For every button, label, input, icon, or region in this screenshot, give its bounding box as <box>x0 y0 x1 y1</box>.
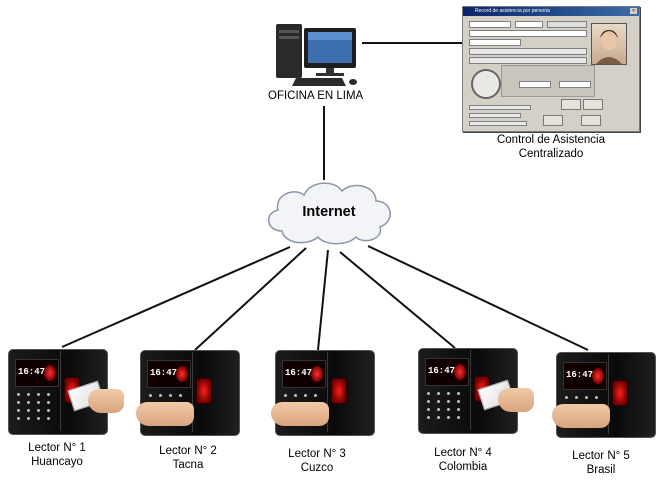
window-title-bar: Record de asistencia por persona × <box>463 7 639 16</box>
terminal-clock: 16:47 <box>18 367 46 377</box>
link-internet-reader-2 <box>194 247 307 351</box>
link-internet-reader-1 <box>61 246 291 348</box>
reader-location: Brasil <box>586 464 616 476</box>
fingerprint-sensor-icon <box>331 378 347 404</box>
terminal-clock: 16:47 <box>566 370 594 380</box>
terminal-screen: 16:47 <box>147 360 191 388</box>
reader-location: Tacna <box>172 459 204 471</box>
reader-name: Lector N° 2 <box>159 445 217 457</box>
form-field <box>547 21 587 28</box>
software-caption-line1: Control de Asistencia <box>496 134 606 146</box>
terminal-clock: 16:47 <box>150 368 178 378</box>
reader-location: Huancayo <box>31 456 83 468</box>
attendance-terminal-icon: 16:47 <box>271 350 375 436</box>
form-field <box>515 21 543 28</box>
attendance-terminal-icon: 16:47 <box>136 350 240 436</box>
reader-label: Lector N° 1 Huancayo <box>2 441 112 469</box>
date-field <box>519 81 551 88</box>
form-field <box>469 21 511 28</box>
hand-icon <box>136 402 194 426</box>
reader-location: Colombia <box>438 461 488 473</box>
reader-name: Lector N° 4 <box>434 447 492 459</box>
terminal-screen: 16:47 <box>563 362 607 390</box>
form-field <box>469 30 587 37</box>
reader-name: Lector N° 3 <box>288 448 346 460</box>
software-caption-line2: Centralizado <box>518 148 584 160</box>
software-caption: Control de Asistencia Centralizado <box>486 133 616 161</box>
attendance-terminal-icon: 16:47 <box>552 352 656 438</box>
reader-name: Lector N° 1 <box>28 442 86 454</box>
form-field <box>469 39 521 46</box>
reader-label: Lector N° 3 Cuzco <box>262 447 372 475</box>
form-field <box>469 121 527 126</box>
window-button <box>543 115 563 126</box>
form-field <box>469 113 521 118</box>
fingerprint-sensor-icon <box>612 380 628 406</box>
hand-icon <box>552 404 610 428</box>
terminal-screen: 16:47 <box>425 358 469 386</box>
attendance-terminal-icon: 16:47 <box>8 349 124 435</box>
terminal-clock: 16:47 <box>285 368 313 378</box>
form-field <box>469 48 587 55</box>
form-field <box>469 57 587 64</box>
terminal-screen: 16:47 <box>15 359 59 387</box>
window-button <box>583 99 603 110</box>
terminal-clock: 16:47 <box>428 366 456 376</box>
window-button <box>561 99 581 110</box>
magnifier-icon <box>471 69 501 99</box>
link-internet-reader-5 <box>367 245 589 351</box>
attendance-software-window: Record de asistencia por persona × <box>462 6 640 132</box>
terminal-screen: 16:47 <box>282 360 326 388</box>
keypad <box>427 392 465 422</box>
desktop-computer-icon <box>276 24 357 86</box>
attendance-terminal-icon: 16:47 <box>418 348 534 434</box>
internet-label: Internet <box>302 204 356 220</box>
hand-icon <box>271 402 329 426</box>
cloud-icon <box>268 182 391 245</box>
fingerprint-sensor-icon <box>196 378 212 404</box>
office-label: OFICINA EN LIMA <box>268 90 364 102</box>
window-title: Record de asistencia por persona <box>475 8 550 14</box>
hand-icon <box>88 389 124 413</box>
employee-photo <box>591 23 627 65</box>
form-field <box>469 105 531 110</box>
reader-name: Lector N° 5 <box>572 450 630 462</box>
reader-label: Lector N° 5 Brasil <box>546 449 656 477</box>
reader-label: Lector N° 2 Tacna <box>133 444 243 472</box>
keypad <box>17 393 55 423</box>
close-icon: × <box>630 8 637 14</box>
link-internet-reader-3 <box>317 249 329 351</box>
date-field <box>559 81 591 88</box>
reader-location: Cuzco <box>300 462 334 474</box>
hand-icon <box>498 388 534 412</box>
window-button <box>581 115 601 126</box>
reader-label: Lector N° 4 Colombia <box>408 446 518 474</box>
link-internet-reader-4 <box>339 251 456 349</box>
